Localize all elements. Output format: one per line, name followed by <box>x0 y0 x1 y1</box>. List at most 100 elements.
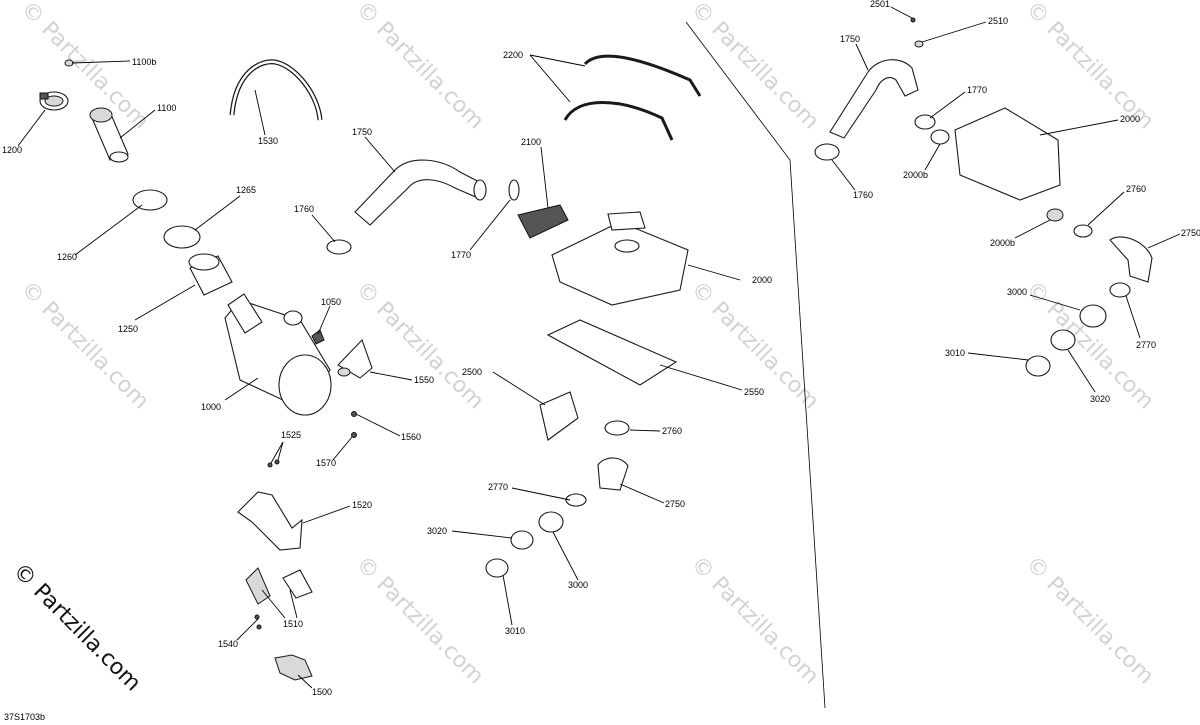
partzilla-watermark: © Partzilla.com <box>8 559 146 697</box>
callout-label: 2750 <box>1181 228 1200 238</box>
callout-label: 2000b <box>903 170 928 180</box>
part-2750-mid <box>597 457 629 491</box>
callout-label: 1520 <box>352 500 372 510</box>
part-1520 <box>237 491 303 551</box>
part-1560 <box>351 411 357 417</box>
part-1100 <box>89 107 129 163</box>
watermark: © Partzilla.com <box>1021 552 1159 690</box>
part-3000-right <box>1079 304 1107 328</box>
part-1750-left <box>354 159 487 226</box>
part-1525a <box>267 462 273 468</box>
part-1510a <box>245 567 271 605</box>
part-2760-mid <box>604 420 630 436</box>
callout-label: 3000 <box>568 580 588 590</box>
watermark: © Partzilla.com <box>16 0 154 134</box>
part-2500 <box>539 391 579 441</box>
callout-label: 1530 <box>258 136 278 146</box>
callout-label: 1760 <box>853 190 873 200</box>
callout-label: 2550 <box>744 387 764 397</box>
part-2100 <box>517 204 569 239</box>
part-1100b <box>64 59 74 67</box>
part-1540b <box>256 624 262 630</box>
part-1760-left <box>326 239 352 255</box>
part-2000-right <box>954 107 1061 201</box>
callout-label: 3010 <box>505 626 525 636</box>
part-1500 <box>274 654 313 681</box>
part-2000b-a <box>930 129 950 145</box>
callout-label: 3000 <box>1007 287 1027 297</box>
callout-label: 1265 <box>236 185 256 195</box>
callout-label: 2770 <box>488 482 508 492</box>
watermark: © Partzilla.com <box>351 552 489 690</box>
part-2510 <box>914 40 924 48</box>
part-2770-mid <box>565 493 587 507</box>
divider-line <box>685 21 826 709</box>
callout-label: 1570 <box>316 458 336 468</box>
part-1200 <box>39 91 69 111</box>
part-2200b <box>563 101 674 141</box>
callout-label: 1560 <box>401 432 421 442</box>
callout-label: 3020 <box>427 526 447 536</box>
part-1750-right <box>829 59 919 139</box>
watermark: © Partzilla.com <box>351 277 489 415</box>
callout-label: 2100 <box>521 137 541 147</box>
callout-label: 2000 <box>1120 114 1140 124</box>
callout-label: 1550 <box>414 375 434 385</box>
callout-label: 2501 <box>870 0 890 9</box>
callout-label: 2760 <box>1126 184 1146 194</box>
part-1000 <box>224 293 332 416</box>
callout-labels: 1100b 1100 1200 1530 1750 1760 1265 1260… <box>2 0 1200 697</box>
part-2770-right <box>1109 282 1131 298</box>
watermark: © Partzilla.com <box>16 277 154 415</box>
part-1265 <box>163 225 201 249</box>
part-1510b <box>282 569 313 599</box>
part-1540a <box>254 614 260 620</box>
part-1050 <box>311 329 325 345</box>
part-1550 <box>337 338 373 379</box>
callout-label: 1050 <box>321 297 341 307</box>
callout-label: 1260 <box>57 252 77 262</box>
callout-label: 1770 <box>967 85 987 95</box>
part-1260 <box>132 189 168 211</box>
callout-label: 2200 <box>503 50 523 60</box>
callout-label: 1760 <box>294 204 314 214</box>
watermark: © Partzilla.com <box>686 552 824 690</box>
callout-label: 1000 <box>201 402 221 412</box>
callout-label: 1500 <box>312 687 332 697</box>
part-2501 <box>910 17 916 23</box>
part-1760-right <box>814 143 840 161</box>
part-2200a <box>583 54 702 97</box>
callout-label: 2510 <box>988 16 1008 26</box>
watermark: © Partzilla.com <box>351 0 489 134</box>
part-1250 <box>188 253 233 296</box>
part-2550 <box>546 319 678 386</box>
callout-label: 3020 <box>1090 394 1110 404</box>
part-3020-mid <box>510 530 534 550</box>
callout-label: 1200 <box>2 145 22 155</box>
part-3000-mid <box>538 511 564 533</box>
callout-label: 1250 <box>118 324 138 334</box>
part-1570 <box>351 432 357 438</box>
leader-lines <box>17 6 1181 689</box>
callout-label: 1770 <box>451 250 471 260</box>
callout-label: 1525 <box>281 430 301 440</box>
part-1530 <box>229 59 323 121</box>
callout-label: 1750 <box>352 127 372 137</box>
part-2750-right <box>1109 236 1153 283</box>
drawing-code: 37S1703b <box>4 712 45 722</box>
callout-label: 2750 <box>665 499 685 509</box>
callout-label: 1510 <box>283 619 303 629</box>
part-2760-right <box>1073 224 1093 238</box>
watermark: © Partzilla.com <box>686 0 824 134</box>
part-1770-mid <box>508 179 520 201</box>
callout-label: 2760 <box>662 426 682 436</box>
part-2000-mid <box>551 211 689 306</box>
callout-label: 1750 <box>840 34 860 44</box>
callout-label: 1540 <box>218 639 238 649</box>
callout-label: 2000 <box>752 275 772 285</box>
part-2000b-b <box>1046 208 1064 222</box>
part-3010-right <box>1025 355 1051 377</box>
part-3010-mid <box>485 558 509 578</box>
